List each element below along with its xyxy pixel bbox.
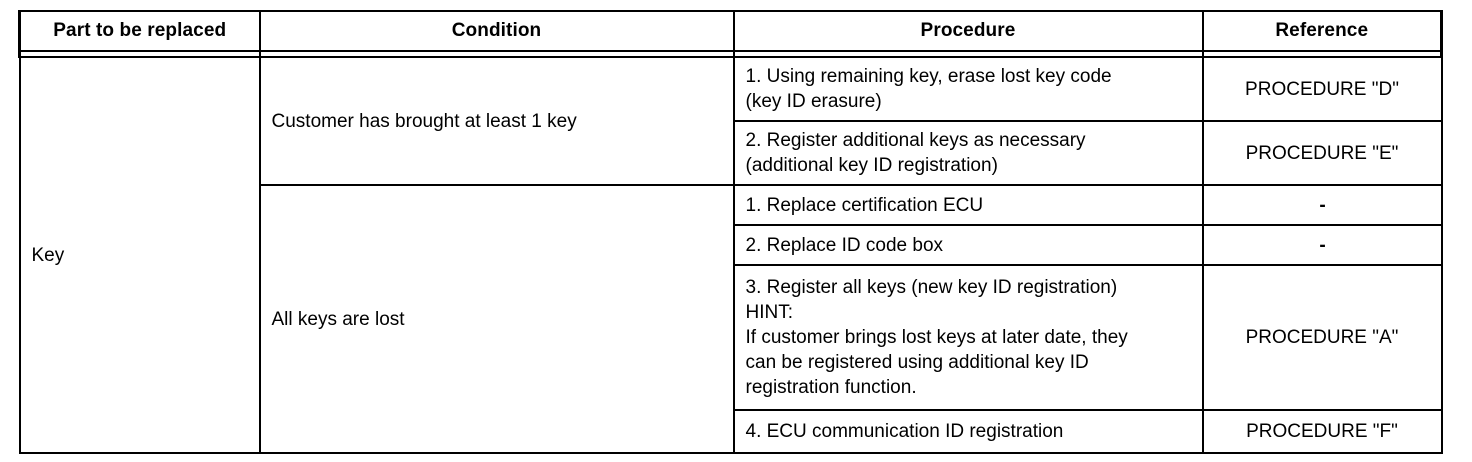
table-row: 3. Register all keys (new key ID registr… bbox=[20, 264, 1443, 411]
cell-procedure-6: 4. ECU communication ID registration bbox=[732, 409, 1204, 454]
cell-reference-4: - bbox=[1201, 224, 1443, 266]
reference-text-4: - bbox=[1319, 234, 1326, 256]
table-row: All keys are lost 1. Replace certificati… bbox=[20, 184, 1443, 454]
table-row: Key Customer has brought at least 1 key … bbox=[18, 56, 1443, 454]
procedure-text-2: 2. Register additional keys as necessary… bbox=[745, 130, 1086, 176]
table-row: 2. Register additional keys as necessary… bbox=[20, 120, 1443, 186]
procedure-text-1: 1. Using remaining key, erase lost key c… bbox=[745, 66, 1112, 112]
procedure-text-3: 1. Replace certification ECU bbox=[745, 194, 984, 216]
table-row: 4. ECU communication ID registration PRO… bbox=[20, 409, 1443, 454]
cell-reference-2: PROCEDURE "E" bbox=[1201, 120, 1443, 186]
procedure-text-4: 2. Replace ID code box bbox=[745, 234, 944, 256]
cell-condition-has-key: Customer has brought at least 1 key bbox=[258, 56, 735, 186]
cell-procedure-5: 3. Register all keys (new key ID registr… bbox=[732, 264, 1204, 411]
cell-procedure-3: 1. Replace certification ECU bbox=[732, 184, 1204, 226]
rule-segment-part bbox=[18, 50, 261, 58]
procedure-text-5: 3. Register all keys (new key ID registr… bbox=[745, 277, 1128, 398]
column-header-reference: Reference bbox=[1201, 10, 1443, 52]
cell-procedure-2: 2. Register additional keys as necessary… bbox=[732, 120, 1204, 186]
table-body: Key Customer has brought at least 1 key … bbox=[18, 50, 1443, 454]
cell-part-key: Key bbox=[18, 56, 261, 454]
cell-condition-all-lost: All keys are lost bbox=[258, 184, 735, 454]
column-header-condition: Condition bbox=[258, 10, 735, 52]
header-row: Part to be replaced Condition Procedure … bbox=[18, 10, 1443, 52]
condition-label-1: Customer has brought at least 1 key bbox=[271, 110, 577, 132]
column-header-part: Part to be replaced bbox=[18, 10, 261, 52]
reference-text-5: PROCEDURE "A" bbox=[1245, 327, 1399, 348]
condition-label-2: All keys are lost bbox=[271, 308, 405, 330]
table-row: 2. Replace ID code box - bbox=[20, 224, 1443, 266]
reference-text-2: PROCEDURE "E" bbox=[1245, 142, 1399, 164]
rule-segment-procedure bbox=[732, 50, 1204, 58]
rule-segment-condition bbox=[258, 50, 735, 58]
part-label: Key bbox=[31, 244, 65, 266]
cell-reference-6: PROCEDURE "F" bbox=[1201, 409, 1443, 454]
procedure-text-6: 4. ECU communication ID registration bbox=[745, 421, 1064, 442]
reference-text-1: PROCEDURE "D" bbox=[1245, 78, 1399, 100]
table-header: Part to be replaced Condition Procedure … bbox=[18, 10, 1443, 52]
header-double-rule bbox=[18, 50, 1443, 58]
cell-reference-5: PROCEDURE "A" bbox=[1201, 264, 1443, 411]
reference-text-3: - bbox=[1319, 194, 1326, 216]
cell-reference-3: - bbox=[1201, 184, 1443, 226]
cell-procedure-1: 1. Using remaining key, erase lost key c… bbox=[732, 56, 1204, 122]
reference-text-6: PROCEDURE "F" bbox=[1246, 421, 1398, 442]
key-replacement-table: Part to be replaced Condition Procedure … bbox=[18, 10, 1443, 454]
column-header-procedure: Procedure bbox=[732, 10, 1204, 52]
cell-reference-1: PROCEDURE "D" bbox=[1201, 56, 1443, 122]
rule-segment-reference bbox=[1201, 50, 1443, 58]
cell-procedure-4: 2. Replace ID code box bbox=[732, 224, 1204, 266]
